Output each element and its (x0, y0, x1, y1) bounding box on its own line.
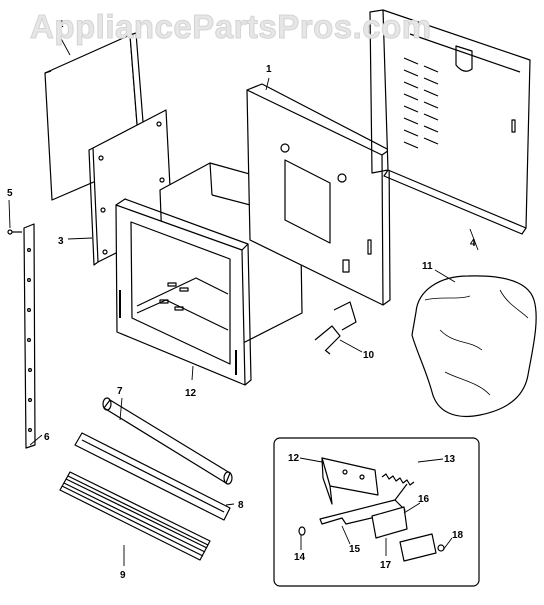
callout-16: 16 (418, 494, 430, 505)
callout-6: 6 (44, 432, 50, 443)
part-1-back-panel (246, 83, 391, 306)
callout-3: 3 (58, 236, 64, 247)
callout-5: 5 (7, 188, 13, 199)
callout-12: 12 (185, 388, 197, 399)
part-4-rear-cover (369, 9, 531, 235)
callout-1: 1 (266, 64, 272, 75)
callout-8: 8 (238, 500, 244, 511)
part-7-trim-rod (102, 397, 233, 485)
part-11-insulation (411, 275, 537, 418)
callout-2: 2 (58, 19, 64, 30)
callout-18: 18 (452, 530, 464, 541)
part-10-clip (314, 301, 357, 355)
callout-9: 9 (120, 570, 126, 581)
callout-7: 7 (117, 386, 123, 397)
callout-13: 13 (444, 454, 456, 465)
part-9-vent-grille (59, 471, 211, 561)
inset-box (273, 437, 480, 587)
callout-15: 15 (349, 544, 361, 555)
callout-4: 4 (470, 238, 476, 249)
callout-12-inset: 12 (288, 453, 300, 464)
callout-10: 10 (363, 350, 375, 361)
part-8-bracket (74, 432, 231, 521)
part-5-screw (7, 229, 13, 235)
callout-17: 17 (380, 560, 392, 571)
callout-11: 11 (422, 261, 433, 272)
part-6-side-strip (7, 223, 36, 449)
callout-14: 14 (294, 552, 306, 563)
leader-lines (8, 32, 479, 566)
callout-labels: 2 1 4 3 5 6 7 8 9 10 11 12 12 13 14 15 1… (7, 19, 476, 581)
vent-slots (403, 57, 439, 149)
watermark: AppliancePartsPros.com (30, 8, 432, 46)
